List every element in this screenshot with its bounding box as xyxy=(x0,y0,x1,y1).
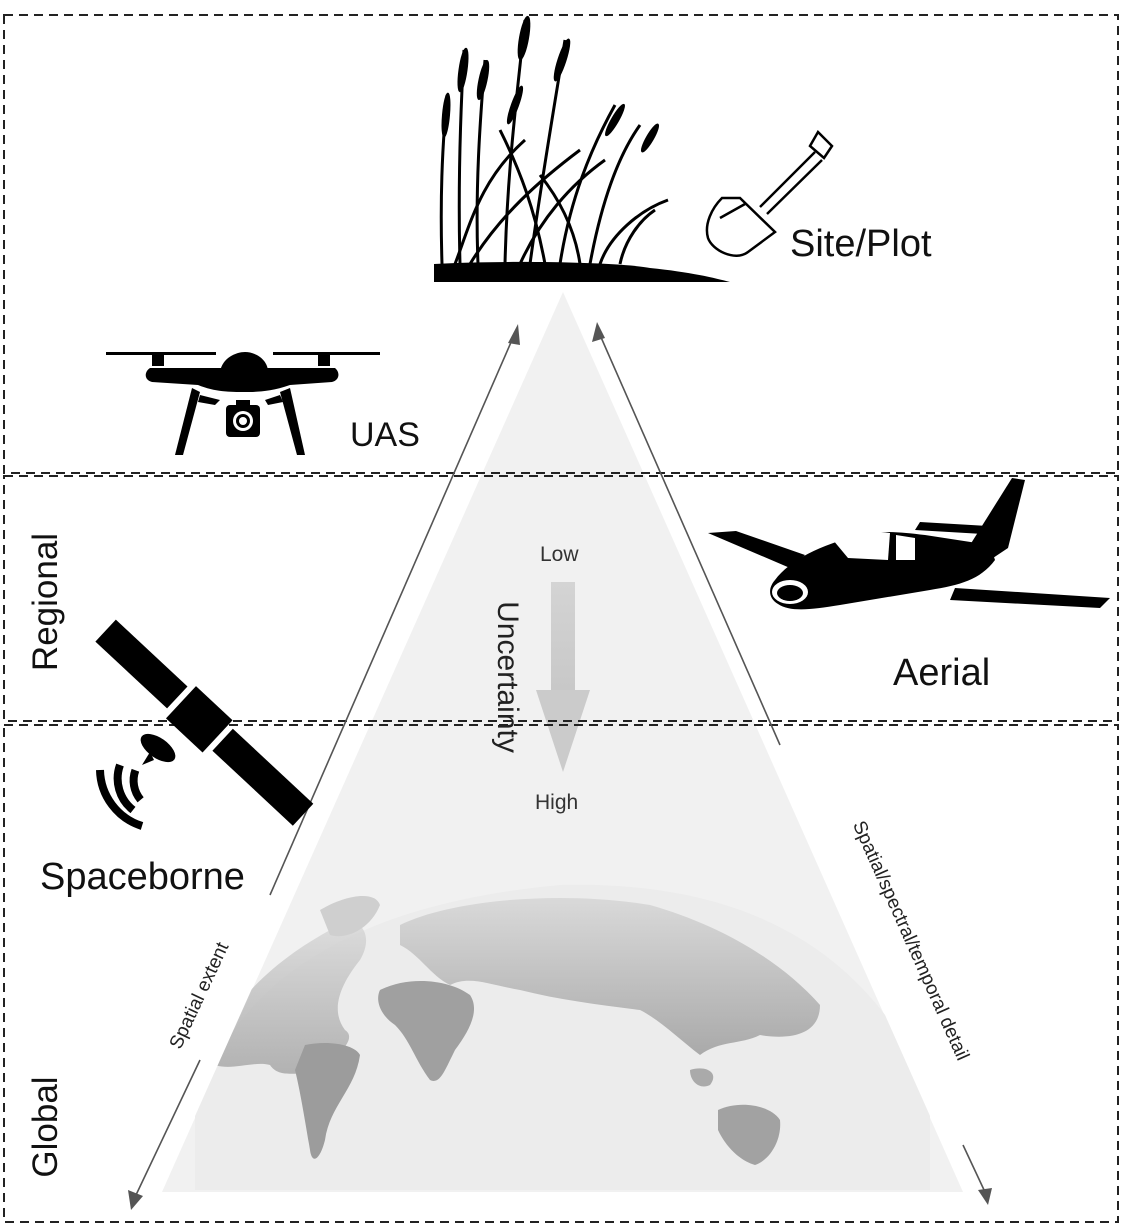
globe-map-icon xyxy=(195,884,930,1190)
site-plot-label: Site/Plot xyxy=(790,223,932,265)
uncertainty-low-label: Low xyxy=(540,543,579,566)
zone-regional-border xyxy=(3,475,1119,722)
airplane-icon xyxy=(708,478,1110,610)
zone-label-global: Global xyxy=(26,1076,65,1178)
spaceborne-label: Spaceborne xyxy=(40,856,245,898)
reeds-icon xyxy=(434,15,730,282)
uas-label: UAS xyxy=(350,416,420,454)
detail-arrow xyxy=(592,322,992,1205)
satellite-icon xyxy=(95,619,314,830)
uncertainty-label: Uncertainty xyxy=(491,601,524,753)
drone-icon xyxy=(106,352,380,455)
shovel-icon xyxy=(705,129,834,257)
zone-borders xyxy=(3,14,1119,1223)
zone-label-regional: Regional xyxy=(26,532,65,672)
zone-site-plot-border xyxy=(3,14,1119,474)
zone-global-border xyxy=(3,724,1119,1223)
aerial-label: Aerial xyxy=(893,652,991,694)
uncertainty-high-label: High xyxy=(535,791,579,814)
uncertainty-arrow xyxy=(536,582,590,772)
